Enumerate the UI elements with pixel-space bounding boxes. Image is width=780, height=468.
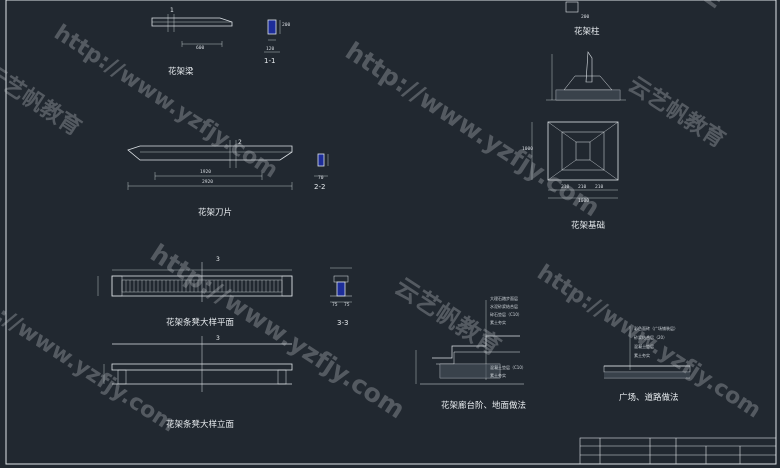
cut-mark-2-top: 2 — [238, 139, 242, 146]
steps-note-5: 混凝土垫层（C10） — [490, 365, 526, 370]
foundation-hatch — [556, 90, 620, 100]
dim-beam-200: 200 — [282, 23, 291, 28]
section-label-3-3: 3-3 — [337, 319, 349, 327]
title-blade: 花架刀片 — [198, 208, 233, 218]
dim-beam-600: 600 — [196, 46, 205, 51]
title-bench-plan: 花架条凳大样平面 — [166, 318, 235, 328]
paving-note-2: 砂浆结合层（20） — [634, 335, 668, 340]
dim-bench-75-left: 75 — [332, 303, 338, 308]
dim-foundation-210-b: 210 — [578, 185, 587, 190]
steps-note-1: 大理石踏步面层 — [490, 296, 518, 301]
beam-section-1-1 — [264, 19, 281, 53]
section-label-1-1: 1-1 — [264, 57, 276, 65]
title-bench-elevation: 花架条凳大样立面 — [166, 420, 235, 430]
dim-column-200: 200 — [581, 15, 590, 20]
drawing-frame — [5, 0, 777, 465]
title-paving: 广场、道路做法 — [619, 393, 679, 403]
title-foundation: 花架基础 — [571, 221, 606, 231]
dim-blade-2920: 2920 — [202, 180, 214, 185]
bench-elevation — [103, 336, 293, 392]
dim-foundation-210-c: 210 — [595, 185, 604, 190]
steps-hatch — [440, 364, 500, 378]
paving-hatch — [604, 372, 690, 378]
blade-elevation — [127, 140, 293, 190]
blade-section-2-2 — [314, 153, 329, 177]
dim-foundation-1000-v: 1000 — [522, 147, 534, 152]
cut-mark-1-top: 1 — [170, 7, 174, 14]
bench-plan-slats — [125, 280, 279, 292]
title-column: 花架柱 — [574, 27, 600, 37]
dim-foundation-1000-h: 1000 — [578, 199, 590, 204]
beam-elevation — [151, 14, 233, 47]
foundation-plan — [531, 121, 619, 199]
title-block — [579, 437, 777, 465]
steps-note-6: 素土夯实 — [490, 373, 506, 378]
steps-note-3: 碎石垫层（C10） — [490, 312, 522, 317]
bench-section-3-3 — [330, 267, 352, 303]
paving-note-3: 混凝土垫层 — [634, 344, 654, 349]
cut-mark-3-elev: 3 — [216, 335, 220, 342]
steps-note-4: 素土夯实 — [490, 320, 506, 325]
cut-mark-3-top: 3 — [216, 256, 220, 263]
paving-note-1: 彩色面砖（广场铺装层） — [634, 326, 678, 331]
steps-note-2: 水泥砂浆结合层 — [490, 304, 518, 309]
title-beam: 花架梁 — [168, 67, 194, 77]
paving-note-4: 素土夯实 — [634, 353, 650, 358]
title-steps: 花架廊台阶、地面做法 — [441, 401, 527, 411]
dim-blade-1920: 1920 — [200, 170, 212, 175]
dim-bench-70: 70 — [318, 176, 324, 181]
section-label-2-2: 2-2 — [314, 183, 326, 191]
dim-bench-75-right: 75 — [344, 303, 350, 308]
bench-plan — [97, 262, 293, 302]
dim-beam-120: 120 — [266, 47, 275, 52]
dim-foundation-210-a: 210 — [561, 185, 570, 190]
